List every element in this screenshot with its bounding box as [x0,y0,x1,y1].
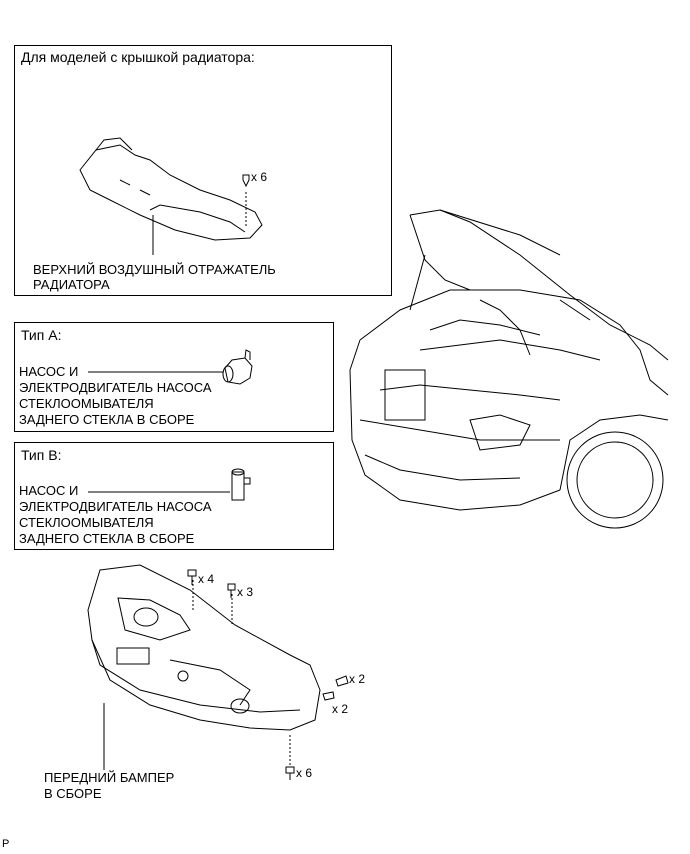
washer-pump-type-a-drawing [88,349,253,385]
washer-pump-type-b-drawing [88,468,251,501]
type-b-line1: НАСОС И [19,483,79,498]
car-drawing [349,209,669,529]
radiator-cover-models-box [14,45,392,296]
clip-icon [242,174,250,188]
type-b-line2: ЭЛЕКТРОДВИГАТЕЛЬ НАСОСА [19,499,212,514]
type-b-line3: СТЕКЛООМЫВАТЕЛЯ [19,515,154,530]
type-a-line4: ЗАДНЕГО СТЕКЛА В СБОРЕ [19,412,195,427]
clip-quantity: x 6 [251,170,268,184]
front-bumper-label-line1: ПЕРЕДНИЙ БАМПЕР [44,770,175,785]
bolt-quantity-top-right: x 3 [237,585,254,599]
radiator-air-deflector-drawing [79,137,263,255]
type-a-line1: НАСОС И [19,364,79,379]
radiator-deflector-label-line2: РАДИАТОРА [33,277,110,292]
radiator-deflector-label-line1: ВЕРХНИЙ ВОЗДУШНЫЙ ОТРАЖАТЕЛЬ [33,262,276,277]
front-bumper-drawing [87,564,321,770]
type-a-line2: ЭЛЕКТРОДВИГАТЕЛЬ НАСОСА [19,380,212,395]
type-a-line3: СТЕКЛООМЫВАТЕЛЯ [19,396,154,411]
bolt-quantity-top-left: x 4 [198,572,215,586]
front-bumper-label-line2: В СБОРЕ [44,786,102,801]
type-b-line4: ЗАДНЕГО СТЕКЛА В СБОРЕ [19,531,195,546]
bolt-quantity-side-lower: x 2 [332,702,349,716]
radiator-box-title: Для моделей с крышкой радиатора: [21,49,255,65]
type-b-title: Тип B: [21,447,62,463]
bolt-icon [187,569,349,780]
type-a-title: Тип A: [21,327,62,343]
bolt-quantity-side-upper: x 2 [349,672,366,686]
type-b-box [14,442,334,550]
bolt-quantity-bottom: x 6 [296,766,313,780]
corner-mark: P [2,838,10,850]
type-a-box [14,322,334,432]
